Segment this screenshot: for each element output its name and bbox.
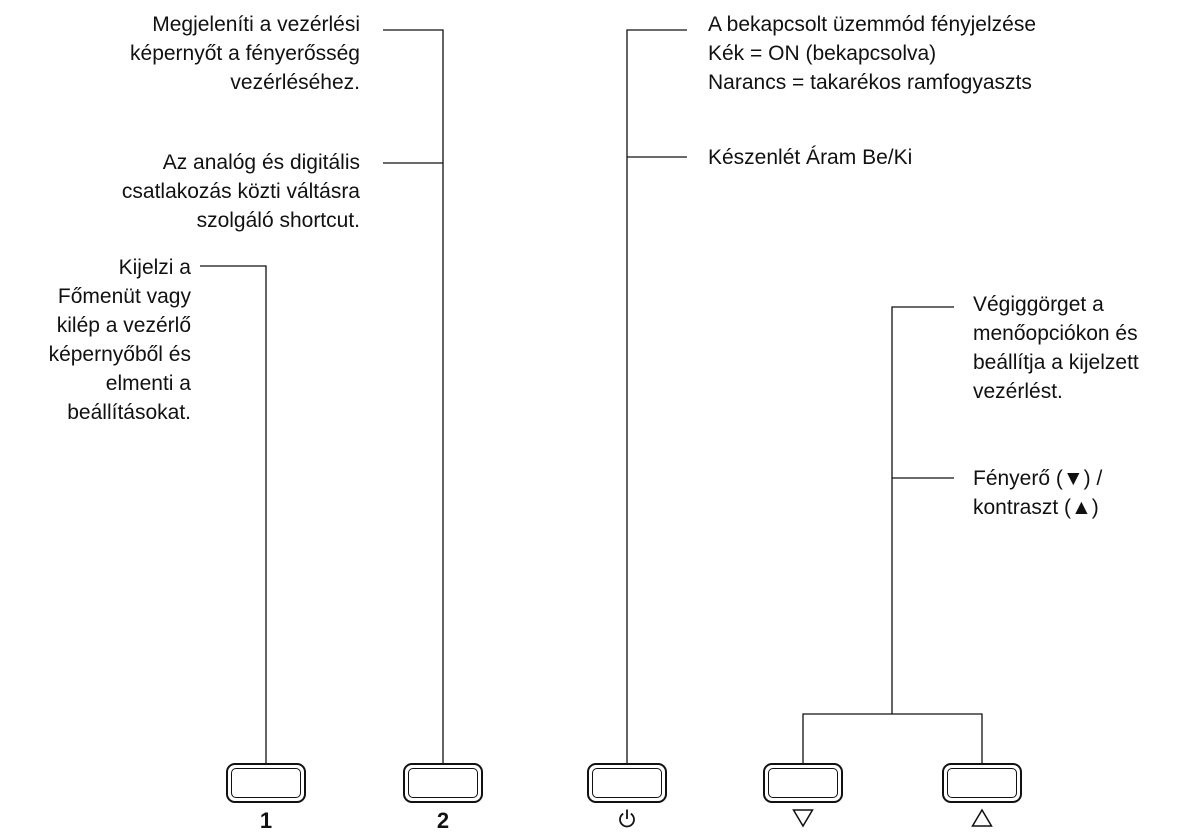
button-1[interactable]	[226, 763, 306, 803]
down-button[interactable]	[763, 763, 843, 803]
triangle-up-outline-icon	[971, 808, 993, 827]
up-button[interactable]	[942, 763, 1022, 803]
button-2[interactable]	[403, 763, 483, 803]
leader-line-arrow-bracket	[802, 713, 983, 763]
callout-standby: Készenlét Áram Be/Ki	[708, 146, 913, 169]
power-icon	[619, 809, 635, 828]
button-2-label: 2	[436, 808, 450, 833]
leader-line-control-screen	[383, 29, 444, 763]
leader-line-scroll	[891, 306, 954, 714]
power-button[interactable]	[587, 763, 667, 803]
triangle-down-outline-icon	[792, 809, 814, 828]
leader-line-main-menu	[200, 265, 267, 763]
leader-line-power-indicator	[626, 29, 687, 763]
callout-power-indicator: A bekapcsolt üzemmód fényjelzése Kék = O…	[708, 13, 1037, 94]
callout-brightness-contrast: Fényerő (▼) / kontraszt (▲)	[973, 467, 1103, 519]
callout-scroll: Végiggörget a menőopciókon és beállítja …	[973, 293, 1139, 403]
button-1-label: 1	[259, 808, 273, 833]
callout-shortcut: Az analóg és digitális csatlakozás közti…	[121, 151, 360, 232]
callout-control-screen: Megjeleníti a vezérlési képernyőt a fény…	[130, 13, 360, 94]
callout-main-menu: Kijelzi a Főmenüt vagy kilép a vezérlő k…	[48, 256, 191, 424]
